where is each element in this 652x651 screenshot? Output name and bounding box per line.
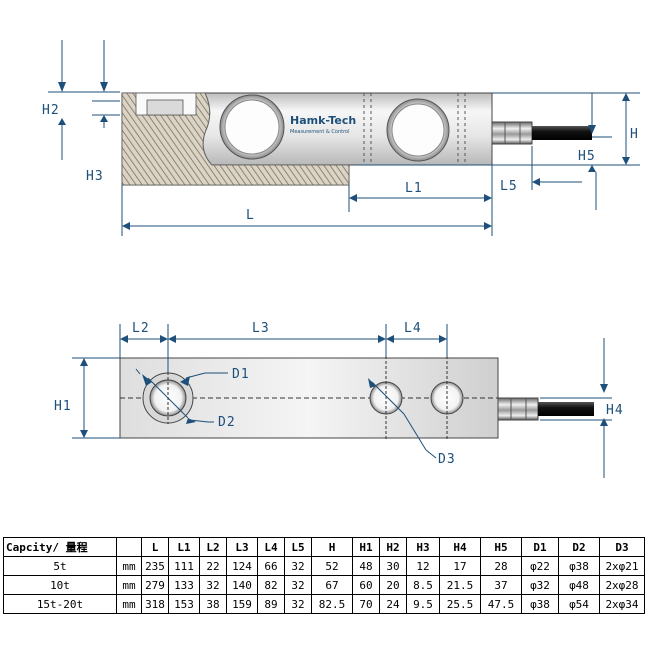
label-L2: L2 bbox=[132, 321, 150, 336]
spec-value-cell: 20 bbox=[379, 575, 407, 595]
cable-gland-top bbox=[491, 121, 533, 145]
spec-value-cell: 133 bbox=[168, 575, 200, 595]
spec-value-cell: φ54 bbox=[558, 594, 600, 614]
spec-value-cell: φ38 bbox=[521, 594, 559, 614]
label-L1: L1 bbox=[405, 181, 423, 196]
spec-value-cell: 28 bbox=[480, 556, 522, 576]
spec-value-cell: 30 bbox=[379, 556, 407, 576]
label-H4: H4 bbox=[606, 403, 624, 418]
spec-value-cell: φ38 bbox=[558, 556, 600, 576]
spec-value-cell: 67 bbox=[311, 575, 353, 595]
spec-value-cell: 2xφ21 bbox=[599, 556, 645, 576]
spec-value-cell: 140 bbox=[226, 575, 258, 595]
spec-capacity-cell: 5t bbox=[3, 556, 117, 576]
spec-value-cell: 32 bbox=[199, 575, 227, 595]
spec-value-cell: 2xφ34 bbox=[599, 594, 645, 614]
label-H3: H3 bbox=[86, 169, 104, 184]
spec-header-cell: Capcity/ 量程 bbox=[3, 537, 117, 557]
spec-header-cell: D3 bbox=[599, 537, 645, 557]
spec-header-cell: L2 bbox=[199, 537, 227, 557]
spec-value-cell: 38 bbox=[199, 594, 227, 614]
spec-value-cell: 70 bbox=[352, 594, 380, 614]
spec-header-cell: L5 bbox=[284, 537, 312, 557]
spec-value-cell: mm bbox=[116, 594, 142, 614]
spec-value-cell: φ32 bbox=[521, 575, 559, 595]
spec-value-cell: 32 bbox=[284, 575, 312, 595]
spec-header-cell: D1 bbox=[521, 537, 559, 557]
spec-value-cell: 279 bbox=[141, 575, 169, 595]
label-H1: H1 bbox=[54, 399, 72, 414]
label-D1: D1 bbox=[232, 367, 250, 382]
cable-side bbox=[538, 402, 594, 416]
label-L4: L4 bbox=[404, 321, 422, 336]
spec-value-cell: 82 bbox=[257, 575, 285, 595]
label-H2: H2 bbox=[42, 103, 60, 118]
spec-header-cell: D2 bbox=[558, 537, 600, 557]
side-view: L2 L3 L4 H1 D1 D2 D3 H bbox=[54, 321, 624, 478]
spec-value-cell: 235 bbox=[141, 556, 169, 576]
spec-header-cell: L4 bbox=[257, 537, 285, 557]
spec-value-cell: 32 bbox=[284, 556, 312, 576]
spec-value-cell: 60 bbox=[352, 575, 380, 595]
spec-header-cell bbox=[116, 537, 142, 557]
spec-value-cell: mm bbox=[116, 556, 142, 576]
spec-header-cell: L1 bbox=[168, 537, 200, 557]
label-D3: D3 bbox=[438, 452, 456, 467]
cable-gland-side bbox=[497, 397, 539, 421]
spec-header-cell: L3 bbox=[226, 537, 258, 557]
spec-header-cell: H3 bbox=[406, 537, 440, 557]
brand-subtitle: Measurement & Control bbox=[290, 129, 349, 135]
spec-header-cell: H5 bbox=[480, 537, 522, 557]
spec-value-cell: 153 bbox=[168, 594, 200, 614]
spec-value-cell: 2xφ28 bbox=[599, 575, 645, 595]
brand-logo: Hamk-Tech bbox=[290, 114, 356, 127]
spec-value-cell: 12 bbox=[406, 556, 440, 576]
spec-value-cell: 17 bbox=[439, 556, 481, 576]
spec-value-cell: 89 bbox=[257, 594, 285, 614]
spec-value-cell: 22 bbox=[199, 556, 227, 576]
spec-value-cell: 47.5 bbox=[480, 594, 522, 614]
spec-capacity-cell: 10t bbox=[3, 575, 117, 595]
spec-value-cell: φ22 bbox=[521, 556, 559, 576]
top-view: Hamk-Tech Measurement & Control H2 H3 L bbox=[42, 40, 640, 236]
label-L3: L3 bbox=[252, 321, 270, 336]
spec-header-cell: H2 bbox=[379, 537, 407, 557]
spec-value-cell: 32 bbox=[284, 594, 312, 614]
spec-value-cell: 9.5 bbox=[406, 594, 440, 614]
label-H: H bbox=[630, 127, 639, 142]
spec-value-cell: 37 bbox=[480, 575, 522, 595]
spec-value-cell: 24 bbox=[379, 594, 407, 614]
spec-capacity-cell: 15t-20t bbox=[3, 594, 117, 614]
spec-value-cell: 21.5 bbox=[439, 575, 481, 595]
spec-value-cell: 124 bbox=[226, 556, 258, 576]
spec-header-cell: H4 bbox=[439, 537, 481, 557]
label-D2: D2 bbox=[218, 415, 236, 430]
spec-value-cell: φ48 bbox=[558, 575, 600, 595]
label-L: L bbox=[246, 208, 255, 223]
cable-top bbox=[532, 126, 592, 140]
spec-value-cell: 318 bbox=[141, 594, 169, 614]
spec-value-cell: 66 bbox=[257, 556, 285, 576]
spec-value-cell: 25.5 bbox=[439, 594, 481, 614]
spec-value-cell: mm bbox=[116, 575, 142, 595]
spec-value-cell: 159 bbox=[226, 594, 258, 614]
spec-value-cell: 111 bbox=[168, 556, 200, 576]
spec-value-cell: 82.5 bbox=[311, 594, 353, 614]
spec-value-cell: 52 bbox=[311, 556, 353, 576]
label-L5: L5 bbox=[500, 179, 518, 194]
spec-value-cell: 8.5 bbox=[406, 575, 440, 595]
label-H5: H5 bbox=[578, 149, 596, 164]
load-cell-drawing: Hamk-Tech Measurement & Control H2 H3 L bbox=[42, 40, 640, 478]
spec-header-cell: H bbox=[311, 537, 353, 557]
spec-header-cell: L bbox=[141, 537, 169, 557]
spec-header-cell: H1 bbox=[352, 537, 380, 557]
spec-value-cell: 48 bbox=[352, 556, 380, 576]
